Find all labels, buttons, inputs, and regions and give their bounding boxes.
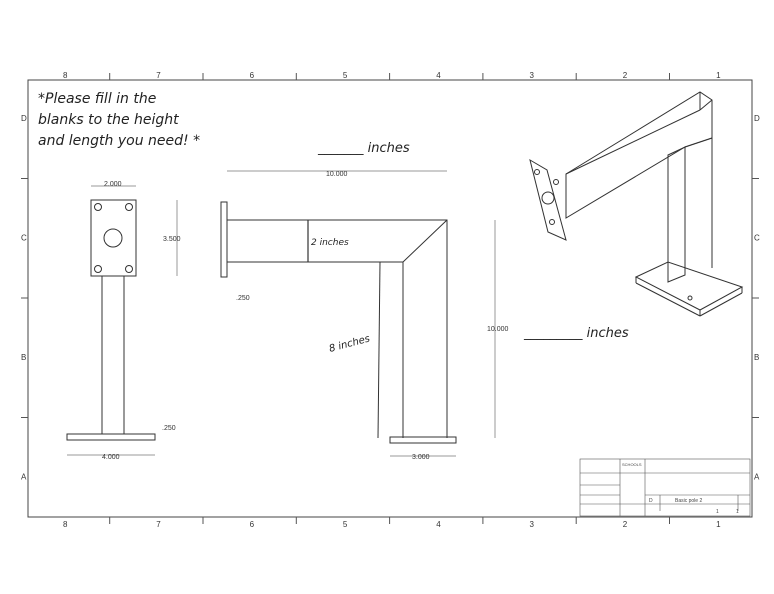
zone-row-label: B [754, 353, 759, 362]
zone-column-label: 2 [623, 520, 628, 529]
dim-base-thickness: .250 [162, 425, 176, 432]
zone-labels-bottom: 8 7 6 5 4 3 2 1 [63, 517, 721, 529]
zone-labels-right: D C B A [752, 114, 760, 482]
title-sheet-of: 1 [736, 509, 739, 515]
zone-column-label: 7 [156, 520, 161, 529]
dim-pole-height: 10.000 [487, 326, 509, 333]
note-line-3: and length you need! * [38, 133, 200, 149]
zone-row-label: B [21, 353, 26, 362]
dim-plate-width: 2.000 [104, 181, 122, 188]
title-size: D [649, 498, 653, 504]
zone-row-label: C [754, 234, 760, 243]
zone-column-label: 5 [343, 520, 348, 529]
handwritten-right-inches: _________ inches [523, 326, 629, 341]
title-sheet: 1 [716, 509, 719, 515]
zone-column-label: 6 [250, 520, 255, 529]
dim-plate-thickness: .250 [236, 295, 250, 302]
note-line-2: blanks to the height [38, 112, 179, 128]
dim-foot-width: 3.000 [412, 454, 430, 461]
zone-column-label: 1 [716, 520, 721, 529]
zone-row-label: A [754, 473, 760, 482]
zone-column-label: 2 [623, 71, 628, 80]
zone-row-label: D [21, 114, 27, 123]
zone-labels-top: 8 7 6 5 4 3 2 1 [63, 71, 721, 80]
zone-column-label: 6 [250, 71, 255, 80]
handwritten-2-inches: 2 inches [311, 238, 349, 248]
title-block [579, 458, 751, 517]
handwritten-8-inches: 8 inches [328, 333, 371, 354]
zone-row-label: C [21, 234, 27, 243]
dim-base-width: 4.000 [102, 454, 120, 461]
zone-column-label: 4 [436, 71, 441, 80]
zone-row-label: A [21, 473, 27, 482]
zone-labels-left: D C B A [21, 114, 28, 482]
zone-column-label: 5 [343, 71, 348, 80]
title-drawing-name: Basic pole 2 [675, 498, 702, 504]
zone-column-label: 8 [63, 520, 68, 529]
handwritten-top-inches: _______ inches [317, 141, 410, 156]
front-view [66, 185, 178, 456]
zone-column-label: 3 [530, 520, 535, 529]
zone-column-label: 8 [63, 71, 68, 80]
zone-column-label: 4 [436, 520, 441, 529]
zone-row-label: D [754, 114, 760, 123]
side-view [220, 170, 496, 457]
title-drawn-by: SCHOOLS [622, 462, 642, 467]
note-line-1: *Please fill in the [38, 91, 156, 107]
zone-column-label: 1 [716, 71, 721, 80]
isometric-view [529, 91, 744, 317]
dim-arm-length: 10.000 [326, 171, 348, 178]
zone-column-label: 3 [530, 71, 535, 80]
dim-plate-height: 3.500 [163, 236, 181, 243]
zone-column-label: 7 [156, 71, 161, 80]
